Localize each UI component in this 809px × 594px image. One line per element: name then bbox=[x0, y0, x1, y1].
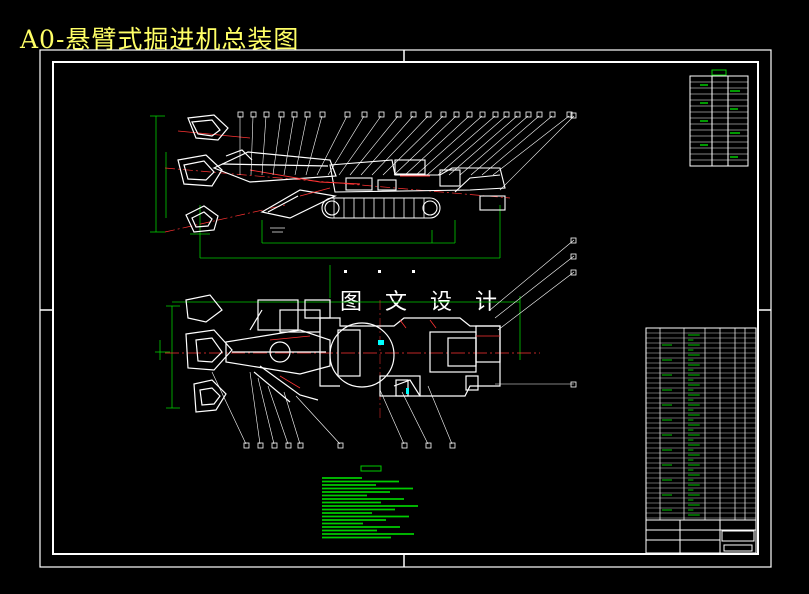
plan-view bbox=[155, 237, 577, 449]
parts-list-title-block bbox=[645, 327, 757, 554]
outer-border bbox=[39, 49, 772, 568]
inner-border bbox=[52, 61, 759, 555]
centering-marks bbox=[40, 50, 771, 567]
technical-parameter-table bbox=[689, 69, 749, 167]
watermark-text: 图 文 设 计 bbox=[340, 290, 505, 315]
drawing-title: A0-悬臂式掘进机总装图 bbox=[20, 25, 300, 54]
technical-requirements-block bbox=[322, 465, 418, 539]
side-elevation-view bbox=[150, 111, 577, 259]
